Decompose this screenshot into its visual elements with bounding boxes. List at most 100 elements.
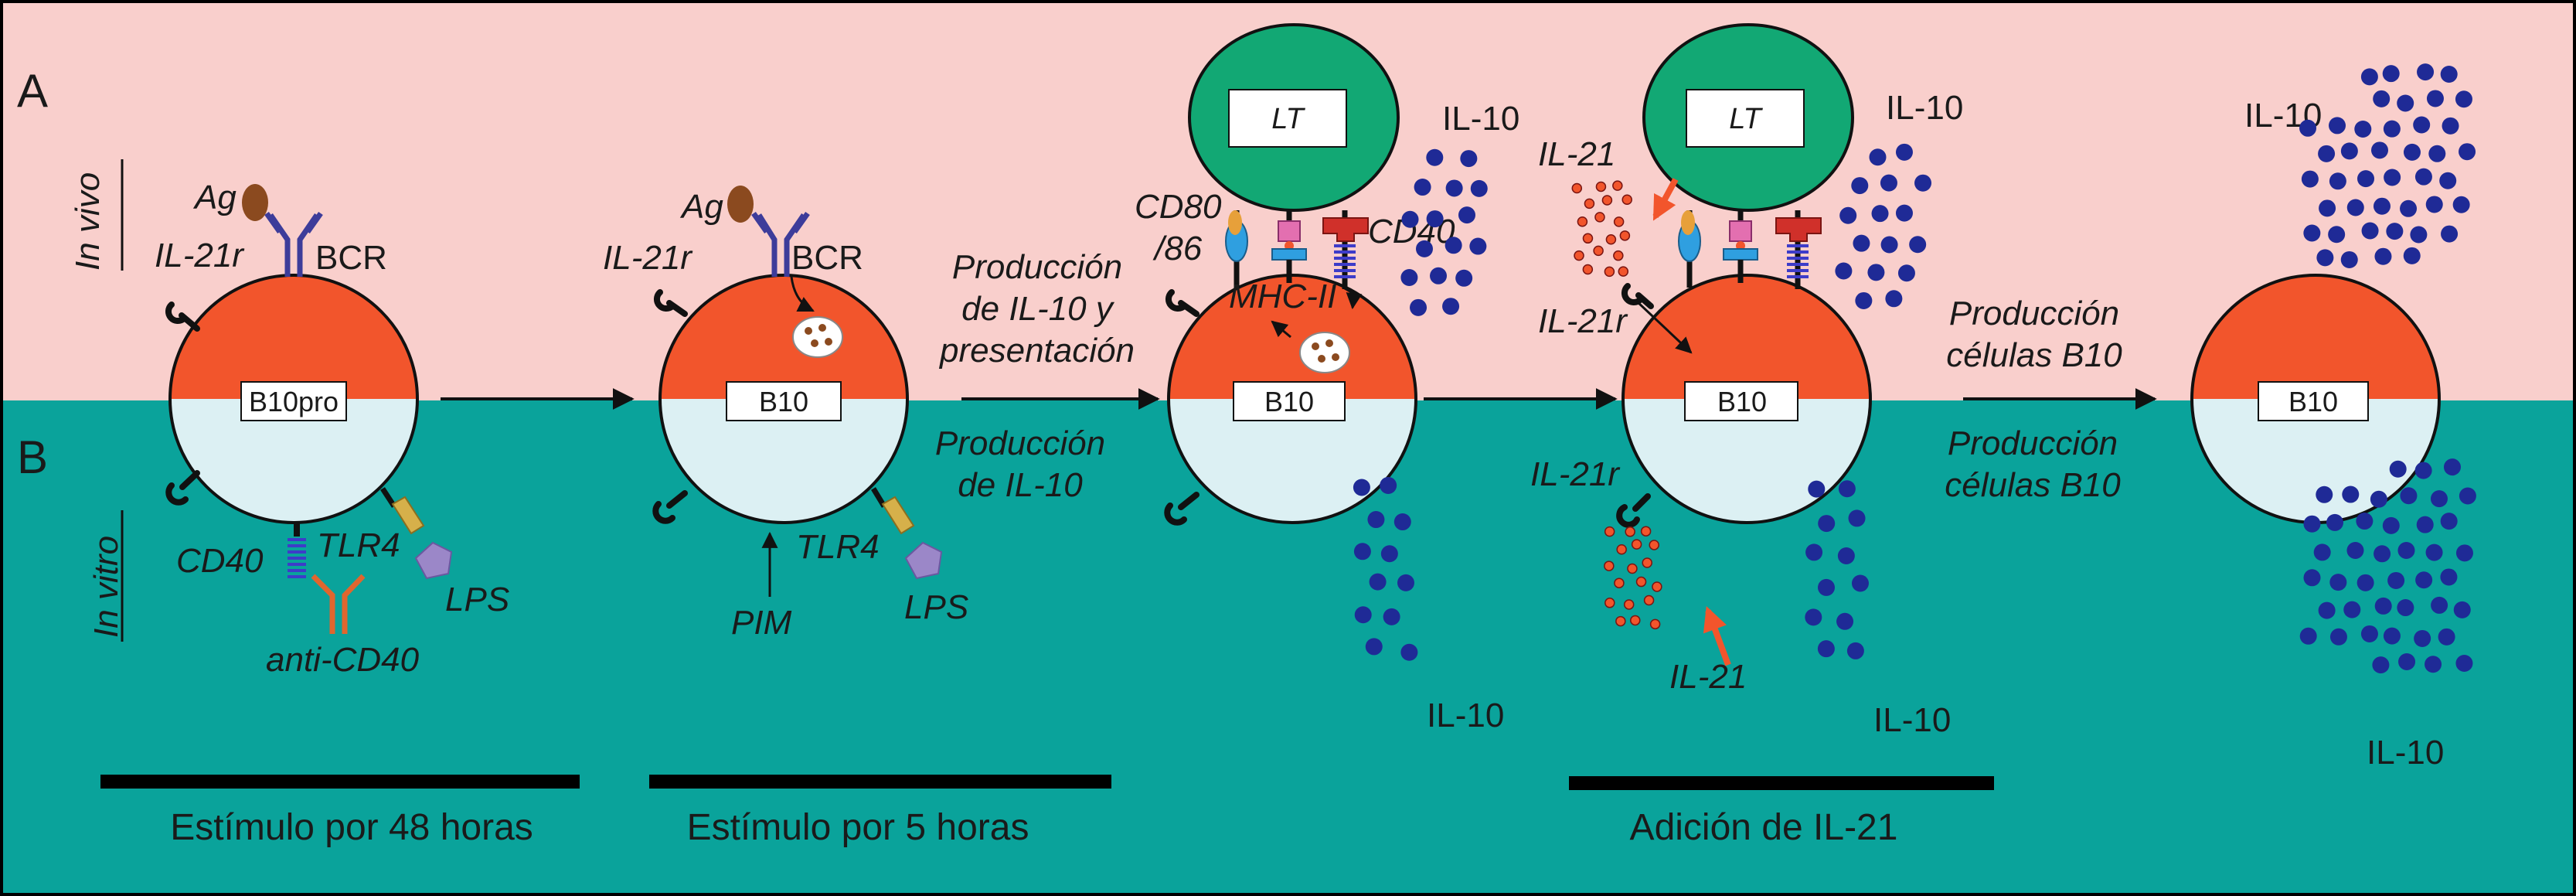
cytokine-dot: [1851, 177, 1869, 195]
signal-arrow: [1342, 286, 1363, 310]
il21-molecule-icon: [1605, 234, 1617, 245]
cytokine-dot: [1880, 174, 1897, 192]
antigen-vesicle-icon: [792, 316, 843, 358]
cytokine-dot: [1426, 148, 1444, 166]
cytokine-dot: [2372, 656, 2390, 674]
il21-molecule-icon: [1595, 181, 1607, 192]
antigen-icon: [727, 186, 754, 223]
cytokine-dot: [2459, 487, 2476, 505]
cytokine-dot: [2301, 170, 2319, 188]
cytokine-dot: [2313, 543, 2331, 561]
svg-text:presentación: presentación: [938, 332, 1135, 370]
cytokine-dot: [2430, 490, 2448, 508]
tlr4-label: TLR4: [317, 526, 400, 564]
bcr-receptor-icon: [751, 211, 810, 277]
b10-cell: B10: [2190, 274, 2441, 524]
cytokine-dot: [2443, 458, 2461, 476]
cytokine-dot: [1880, 236, 1898, 254]
lps-icon: [414, 541, 453, 580]
il21-arrow-icon: [1703, 606, 1731, 666]
il10-label: IL-10: [1886, 89, 1963, 127]
il21-molecule-icon: [1604, 560, 1615, 571]
cytokine-dot: [2397, 599, 2414, 617]
bcr-label: BCR: [791, 239, 863, 277]
cytokine-dot: [2318, 145, 2336, 162]
lps-label: LPS: [445, 581, 509, 618]
cytokine-dot: [2413, 116, 2431, 134]
cytokine-dot: [2414, 168, 2432, 186]
cytokine-dot: [2329, 117, 2346, 135]
cytokine-dot: [2428, 145, 2446, 162]
cytokine-dot: [2452, 196, 2470, 213]
time-bar-48h: [100, 775, 580, 789]
il21-cluster-a4: [1571, 180, 1632, 278]
cytokine-dot: [2438, 628, 2455, 646]
cytokine-dot: [1455, 269, 1473, 287]
svg-text:Producción: Producción: [1949, 295, 2119, 332]
cytokine-dot: [1383, 608, 1400, 625]
il21-arrow-icon: [1652, 178, 1679, 221]
cytokine-dot: [1442, 298, 1460, 315]
il21-receptor-icon: [653, 289, 688, 317]
b10-cell: B10: [658, 274, 909, 524]
cytokine-dot: [2326, 513, 2344, 531]
il21-molecule-icon: [1594, 212, 1605, 223]
il21-receptor-icon: [1165, 289, 1200, 317]
cytokine-dot: [2303, 569, 2321, 587]
cytokine-dot: [2328, 226, 2346, 244]
cytokine-dot: [2416, 516, 2434, 533]
panel-label-b: B: [17, 431, 48, 483]
cytokine-dot: [1818, 515, 1836, 533]
il21-receptor-icon: [1616, 493, 1651, 528]
cytokine-dot: [2343, 601, 2361, 618]
cytokine-dot: [1380, 545, 1398, 563]
cytokine-dot: [1805, 543, 1823, 561]
il21-molecule-icon: [1577, 216, 1588, 227]
bcr-label: BCR: [315, 239, 387, 277]
cytokine-dot: [2415, 571, 2433, 589]
il21-molecule-icon: [1640, 526, 1652, 537]
cytokine-dot: [1818, 578, 1836, 596]
il21-molecule-icon: [1584, 198, 1595, 210]
il21r-label: IL-21r: [603, 239, 693, 277]
cd86-label: /86: [1152, 230, 1203, 267]
cytokine-dot: [2440, 513, 2458, 530]
cytokine-dot: [2431, 596, 2448, 614]
cytokine-dot: [2382, 65, 2400, 83]
cytokine-dot: [1848, 509, 1866, 527]
cytokine-dot: [2299, 627, 2317, 645]
cytokine-dot: [2414, 462, 2432, 479]
cytokine-dot: [1414, 179, 1431, 196]
cytokine-dot: [1458, 206, 1475, 224]
time-bar-5h: [649, 775, 1111, 789]
cytokine-dot: [1365, 638, 1383, 656]
cd40-cd40l-icon: [1322, 210, 1369, 289]
il10-cluster-a3: [1400, 148, 1488, 316]
bcr-receptor-icon: [264, 211, 323, 277]
cytokine-dot: [1400, 268, 1418, 286]
mhc-tcr-complex-icon: [1271, 210, 1307, 283]
cytokine-dot: [2370, 490, 2387, 508]
cytokine-dot: [2319, 199, 2336, 217]
il21-label: IL-21: [1538, 135, 1615, 173]
cytokine-dot: [2340, 250, 2358, 268]
ag-label: Ag: [192, 179, 237, 216]
cytokine-dot: [1855, 291, 1873, 309]
transition-text-a4: Producción células B10: [1946, 295, 2122, 374]
il10-label: IL-10: [2367, 734, 2444, 772]
cytokine-dot: [1839, 206, 1857, 224]
cytokine-dot: [2374, 247, 2392, 265]
cytokine-dot: [1430, 267, 1448, 284]
antigen-icon: [242, 184, 268, 221]
cytokine-dot: [2426, 90, 2444, 107]
il21-molecule-icon: [1582, 233, 1594, 244]
cytokine-dot: [1851, 574, 1869, 592]
cytokine-dot: [2440, 66, 2458, 83]
cytokine-dot: [1835, 262, 1853, 280]
b10pro-cell: B10pro: [168, 274, 419, 524]
cytokine-dot: [1470, 179, 1488, 197]
il21-molecule-icon: [1616, 544, 1627, 555]
cytokine-dot: [2357, 574, 2374, 591]
cell-name: B10: [2288, 386, 2338, 417]
